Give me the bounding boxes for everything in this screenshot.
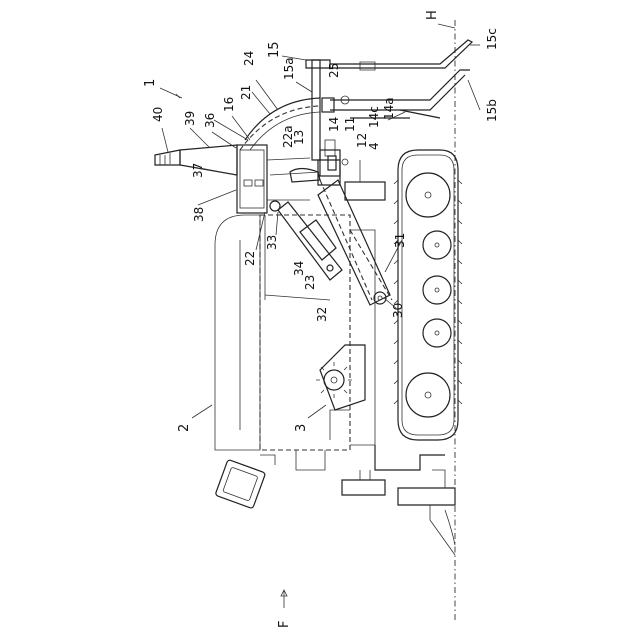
label-15c: 15c — [485, 28, 499, 50]
sprocket — [316, 345, 365, 410]
label-40: 40 — [151, 107, 165, 122]
label-11: 11 — [343, 117, 357, 132]
label-4: 4 — [367, 142, 381, 150]
label-25: 25 — [327, 63, 341, 78]
label-21: 21 — [239, 85, 253, 100]
label-33: 33 — [265, 235, 279, 250]
label-3: 3 — [294, 424, 309, 432]
label-14a: 14a — [382, 97, 396, 120]
label-2: 2 — [177, 424, 192, 432]
label-34: 34 — [292, 261, 306, 276]
crawler-track — [394, 150, 462, 440]
hydraulic-cylinder — [270, 201, 342, 280]
label-32: 32 — [315, 307, 329, 322]
reference-labels: 1 2 3 4 11 12 13 14 14a 14c 15 15a 15b 1… — [143, 10, 499, 628]
label-31: 31 — [393, 233, 407, 248]
front-frame — [342, 445, 455, 555]
label-14c: 14c — [367, 106, 381, 128]
label-22a: 22a — [281, 125, 295, 148]
label-38: 38 — [192, 207, 206, 222]
label-14: 14 — [327, 117, 341, 132]
label-1: 1 — [143, 79, 158, 87]
label-15: 15 — [267, 41, 282, 58]
label-12: 12 — [355, 133, 369, 148]
label-f: F — [277, 621, 292, 628]
label-24: 24 — [242, 51, 256, 66]
label-22: 22 — [243, 251, 257, 266]
label-30: 30 — [391, 303, 405, 318]
operator-seat — [215, 459, 266, 508]
label-16: 16 — [222, 97, 236, 112]
label-23: 23 — [303, 275, 317, 290]
label-37: 37 — [191, 163, 205, 178]
label-39: 39 — [183, 111, 197, 126]
label-h: H — [425, 10, 440, 20]
boom-arm — [318, 180, 392, 305]
track-rollers — [406, 173, 451, 417]
label-15b: 15b — [485, 99, 499, 122]
label-15a: 15a — [282, 57, 296, 80]
control-levers — [330, 40, 472, 118]
